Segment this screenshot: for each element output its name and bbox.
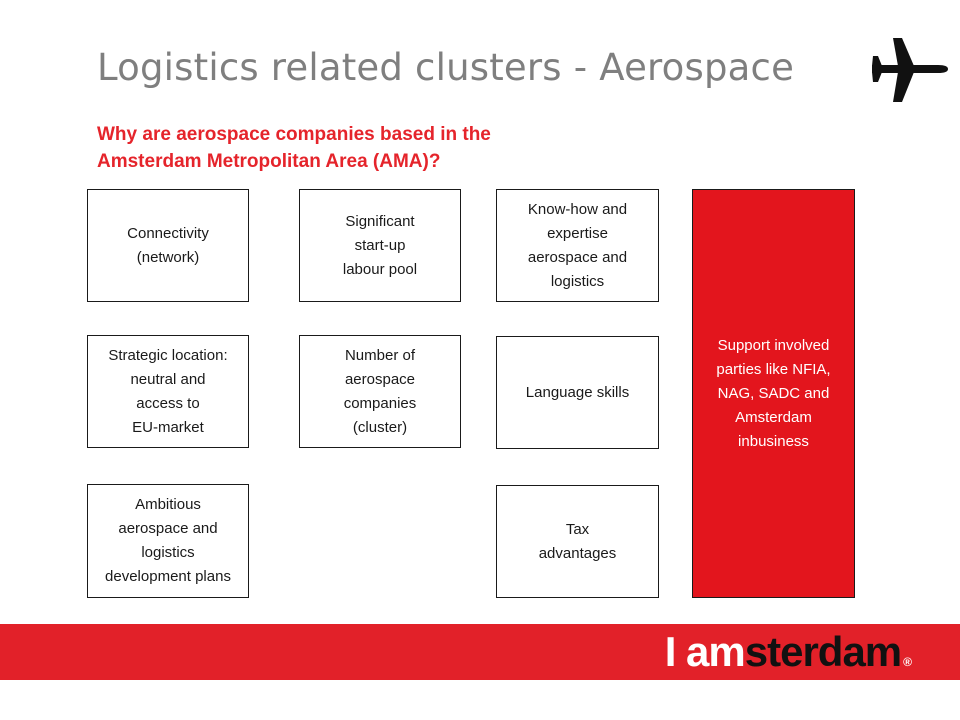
iamsterdam-logo: I amsterdam® [664, 628, 912, 675]
box-support-parties: Support involved parties like NFIA, NAG,… [692, 189, 855, 598]
box-knowhow-expertise: Know-how and expertise aerospace and log… [496, 189, 659, 302]
box-strategic-location: Strategic location: neutral and access t… [87, 335, 249, 448]
box-startup-labour-pool: Significant start-up labour pool [299, 189, 461, 302]
box-ambitious-plans: Ambitious aerospace and logistics develo… [87, 484, 249, 598]
box-connectivity: Connectivity (network) [87, 189, 249, 302]
page-title: Logistics related clusters - Aerospace [97, 46, 795, 89]
subtitle-question: Why are aerospace companies based in the… [97, 124, 491, 172]
box-language-skills: Language skills [496, 336, 659, 449]
box-tax-advantages: Tax advantages [496, 485, 659, 598]
footer-band: I amsterdam® [0, 624, 960, 680]
airplane-icon [872, 38, 948, 102]
box-aerospace-companies: Number of aerospace companies (cluster) [299, 335, 461, 448]
